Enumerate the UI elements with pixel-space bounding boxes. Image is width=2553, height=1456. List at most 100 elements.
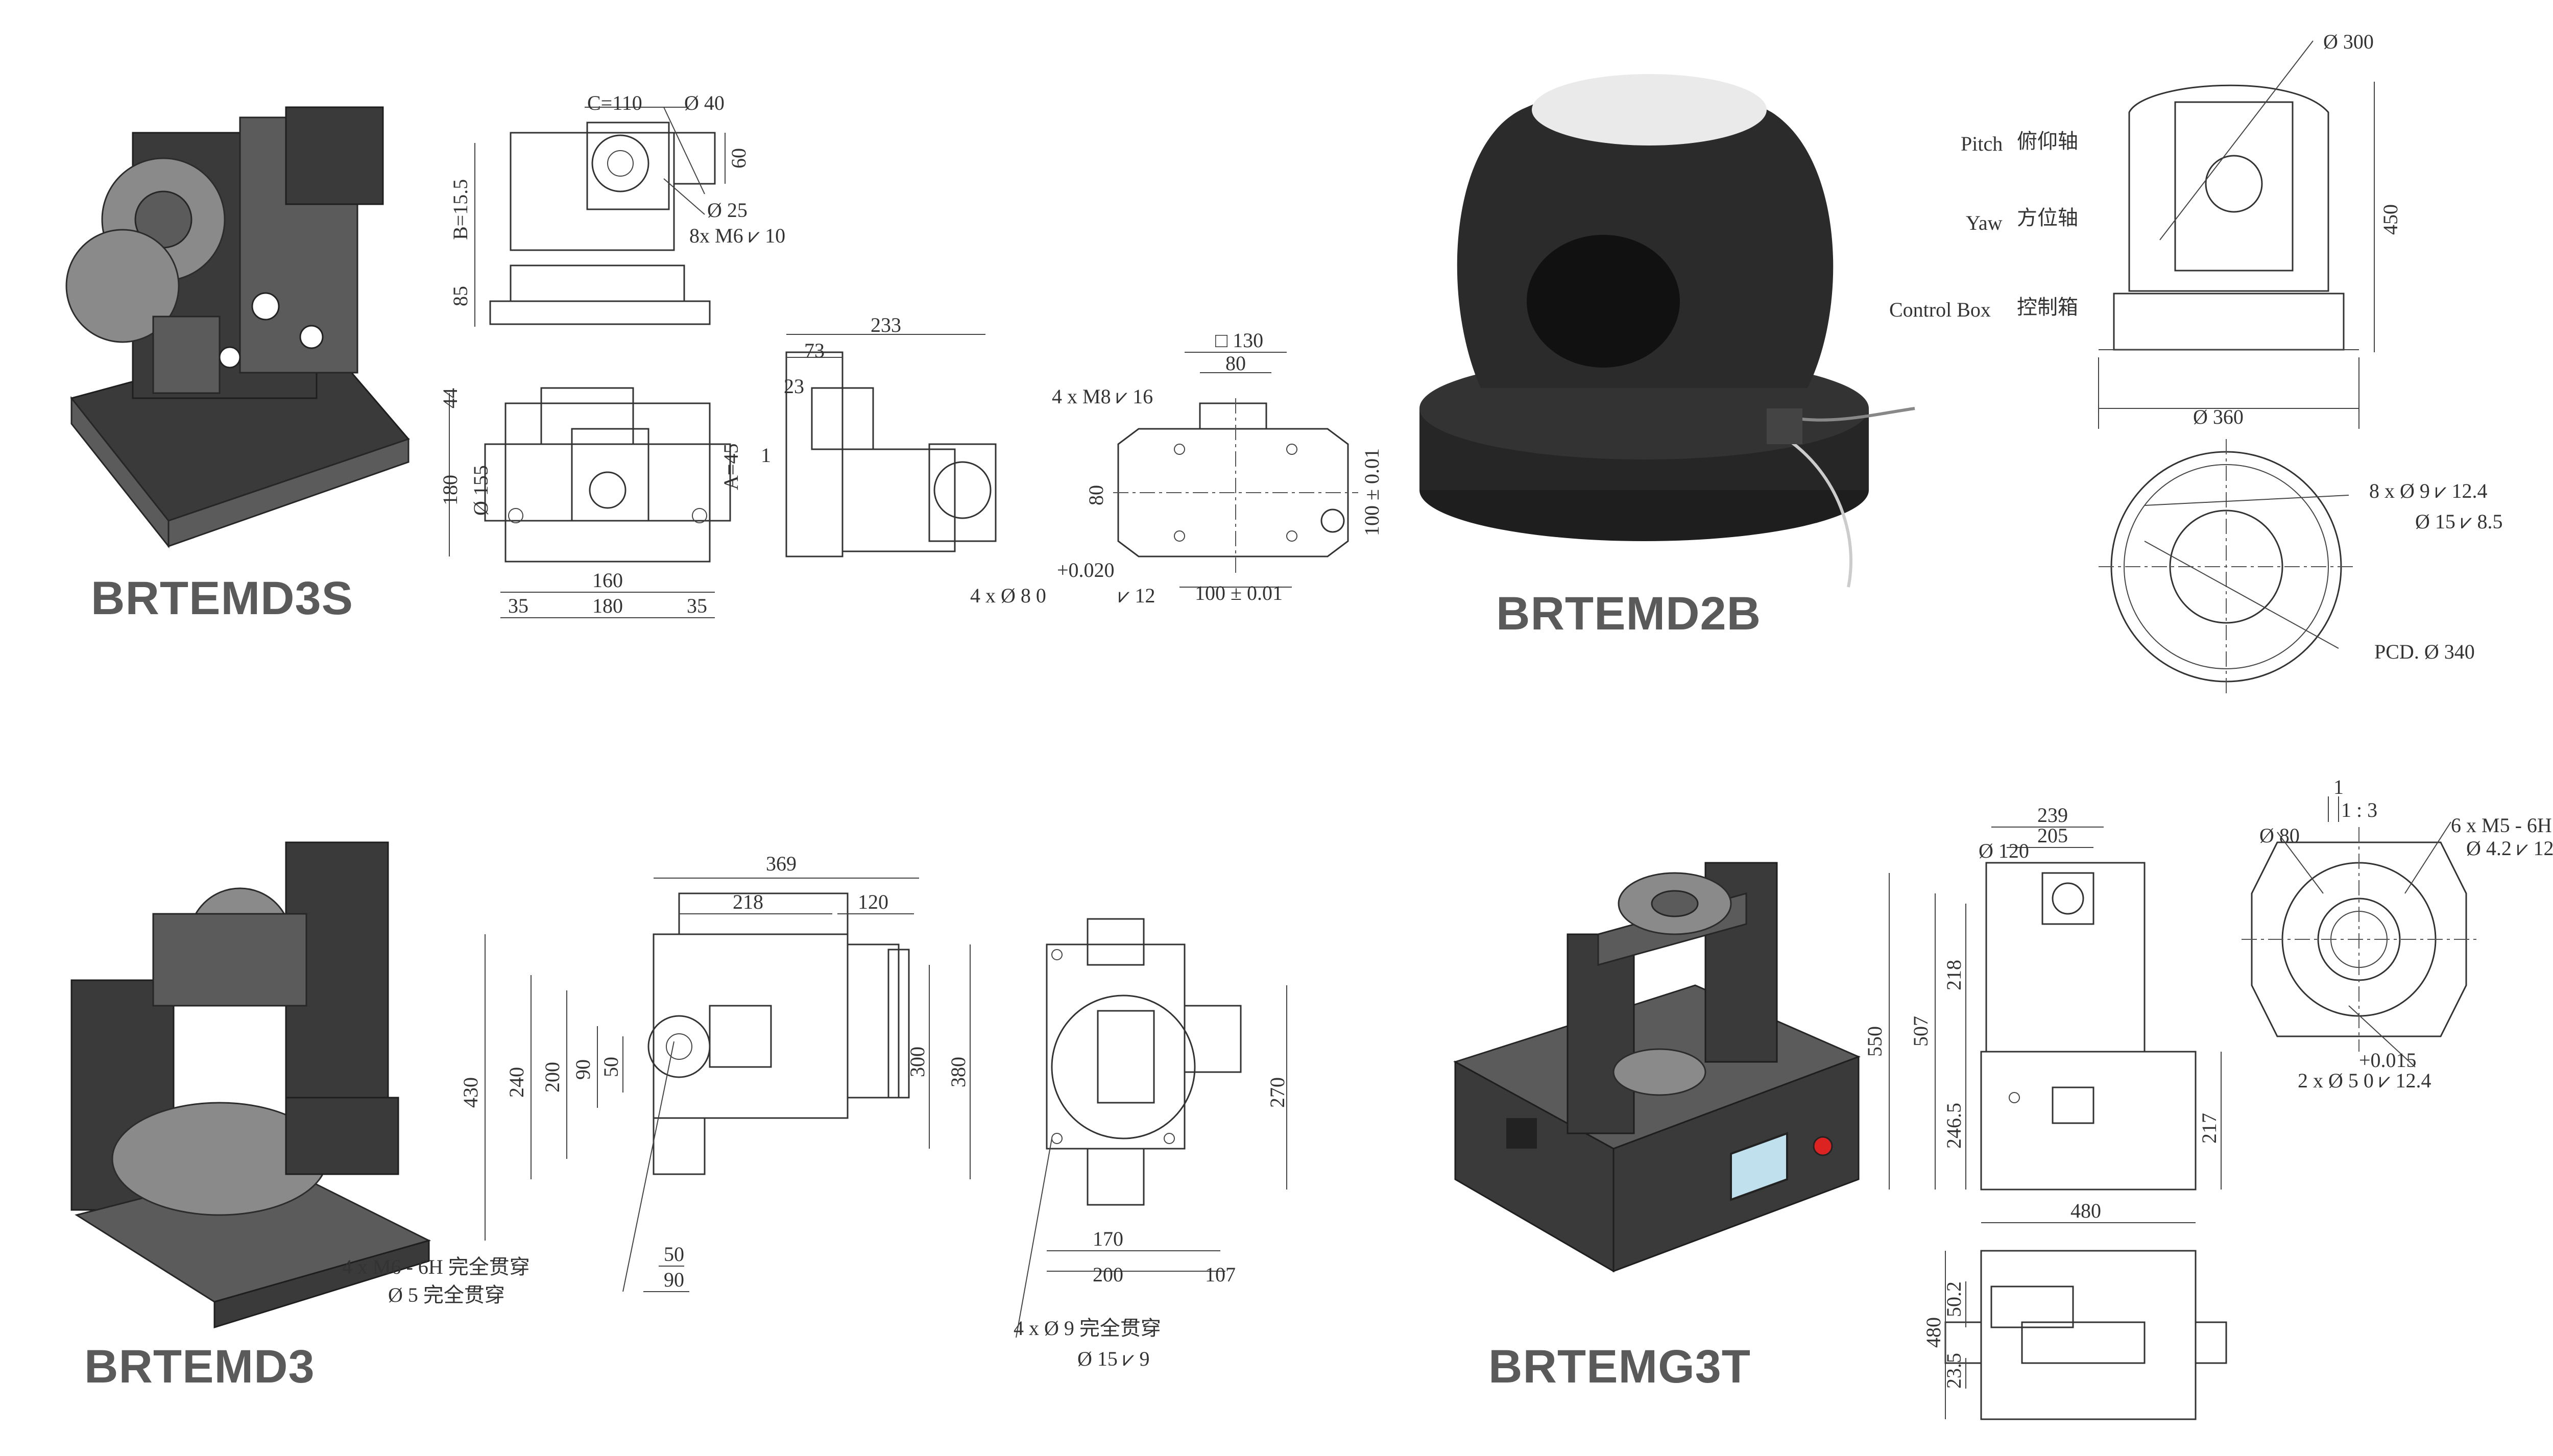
product-name-brtemd3s: BRTEMD3S bbox=[91, 572, 354, 624]
svg-text:Ø 15 ⩗ 8.5: Ø 15 ⩗ 8.5 bbox=[2415, 510, 2502, 533]
svg-text:480: 480 bbox=[2070, 1199, 2101, 1222]
svg-text:369: 369 bbox=[766, 852, 797, 875]
svg-text:8x M6 ⩗ 10: 8x M6 ⩗ 10 bbox=[689, 224, 785, 247]
svg-text:218: 218 bbox=[1942, 960, 1965, 990]
brtemd3-top-dims: 369 218 120 430 240 200 90 50 300 380 50… bbox=[342, 852, 970, 1306]
svg-text:Pitch: Pitch bbox=[1961, 132, 2003, 155]
svg-text:6 x M5 - 6H ⩗ 10: 6 x M5 - 6H ⩗ 10 bbox=[2451, 814, 2553, 837]
svg-text:50: 50 bbox=[664, 1243, 684, 1266]
product-name-brtemd3: BRTEMD3 bbox=[84, 1341, 315, 1393]
brtemd2b-bottom-view bbox=[2099, 439, 2354, 694]
brtemg3t-front-dims: 239 205 Ø 120 550 507 218 246.5 217 480 bbox=[1863, 804, 2221, 1222]
svg-text:控制箱: 控制箱 bbox=[2017, 296, 2078, 319]
svg-text:85: 85 bbox=[449, 286, 472, 306]
svg-text:218: 218 bbox=[733, 890, 763, 913]
svg-text:100 ± 0.01: 100 ± 0.01 bbox=[1195, 581, 1283, 604]
svg-text:107: 107 bbox=[1205, 1263, 1236, 1286]
svg-text:8 x Ø 9 ⩗ 12.4: 8 x Ø 9 ⩗ 12.4 bbox=[2369, 479, 2487, 502]
svg-text:80: 80 bbox=[1225, 352, 1246, 375]
svg-text:4 x Ø 8 0: 4 x Ø 8 0 bbox=[970, 584, 1046, 607]
svg-text:⩗ 12: ⩗ 12 bbox=[1118, 584, 1155, 607]
brtemd3s-front-view bbox=[474, 107, 726, 327]
brtemd3s-plate-dims: □ 130 80 4 x M8 ⩗ 16 80 100 ± 0.01 100 ±… bbox=[970, 329, 1383, 607]
svg-text:Ø 155: Ø 155 bbox=[469, 465, 492, 516]
svg-text:100 ± 0.01: 100 ± 0.01 bbox=[1360, 448, 1383, 536]
svg-text:方位轴: 方位轴 bbox=[2017, 206, 2078, 229]
svg-text:450: 450 bbox=[2379, 204, 2402, 235]
brtemd2b-front-view bbox=[2098, 40, 2375, 429]
svg-text:23: 23 bbox=[784, 375, 804, 398]
svg-text:23.5: 23.5 bbox=[1942, 1353, 1965, 1389]
svg-text:246.5: 246.5 bbox=[1942, 1103, 1965, 1149]
svg-text:Ø 40: Ø 40 bbox=[684, 91, 725, 114]
svg-text:180: 180 bbox=[592, 594, 623, 617]
svg-text:50.2: 50.2 bbox=[1942, 1281, 1965, 1317]
svg-text:4 x M6 - 6H 完全贯穿: 4 x M6 - 6H 完全贯穿 bbox=[342, 1255, 530, 1278]
svg-text:A=45: A=45 bbox=[719, 444, 742, 490]
brtemd3-side-dims: 270 170 200 107 4 x Ø 9 完全贯穿 Ø 15 ⩗ 9 bbox=[1014, 1077, 1289, 1370]
svg-text:170: 170 bbox=[1093, 1227, 1123, 1250]
brtemd3s-render bbox=[65, 106, 410, 549]
product-name-brtemd2b: BRTEMD2B bbox=[1496, 588, 1762, 640]
brtemg3t-top-dims: 480 50.2 23.5 bbox=[1922, 1281, 1965, 1389]
brtemd3-render bbox=[70, 841, 431, 1329]
svg-text:4 x Ø 9 完全贯穿: 4 x Ø 9 完全贯穿 bbox=[1014, 1317, 1161, 1340]
brtemd3s-top-dims: 44 180 Ø 155 A=45 160 180 35 35 bbox=[439, 388, 742, 617]
svg-text:Ø 25: Ø 25 bbox=[707, 199, 748, 222]
svg-text:俯仰轴: 俯仰轴 bbox=[2017, 130, 2078, 153]
svg-text:Yaw: Yaw bbox=[1966, 211, 2003, 234]
svg-text:Control Box: Control Box bbox=[1889, 298, 1991, 321]
panel-brtemd3: BRTEMD3 369 218 120 430 240 200 90 50 30… bbox=[0, 740, 1379, 1455]
svg-text:205: 205 bbox=[2037, 824, 2068, 847]
svg-text:PCD. Ø 340: PCD. Ø 340 bbox=[2374, 640, 2475, 663]
panel-brtemd3s: BRTEMD3S C=110 Ø 40 Ø 25 8x M6 ⩗ 10 B=15… bbox=[0, 0, 1383, 715]
svg-text:90: 90 bbox=[571, 1059, 594, 1080]
svg-text:90: 90 bbox=[664, 1268, 684, 1291]
svg-text:B=15.5: B=15.5 bbox=[449, 179, 472, 240]
brtemd3-top-view bbox=[485, 878, 971, 1292]
svg-text:Ø 360: Ø 360 bbox=[2193, 405, 2244, 428]
svg-text:50: 50 bbox=[599, 1057, 622, 1077]
brtemd3s-side-view bbox=[785, 334, 997, 557]
svg-text:1: 1 bbox=[2333, 775, 2344, 798]
svg-text:+0.020: +0.020 bbox=[1057, 559, 1115, 581]
svg-text:480: 480 bbox=[1922, 1317, 1945, 1348]
svg-text:C=110: C=110 bbox=[587, 91, 642, 114]
svg-text:239: 239 bbox=[2037, 804, 2068, 827]
brtemg3t-detail-dims: Ø 80 1 1 : 3 6 x M5 - 6H ⩗ 10 Ø 4.2 ⩗ 12… bbox=[2259, 775, 2553, 1092]
svg-text:+0.015: +0.015 bbox=[2359, 1049, 2417, 1072]
brtemd3s-top-view bbox=[449, 387, 731, 618]
svg-text:430: 430 bbox=[459, 1077, 482, 1108]
svg-text:44: 44 bbox=[439, 388, 462, 408]
svg-text:217: 217 bbox=[2198, 1113, 2221, 1144]
svg-text:2 x Ø 5 0 ⩗ 12.4: 2 x Ø 5 0 ⩗ 12.4 bbox=[2298, 1069, 2431, 1092]
svg-text:60: 60 bbox=[727, 148, 750, 168]
svg-text:200: 200 bbox=[541, 1062, 564, 1093]
svg-text:80: 80 bbox=[1085, 485, 1107, 505]
svg-text:Ø 4.2 ⩗ 12.4: Ø 4.2 ⩗ 12.4 bbox=[2466, 837, 2553, 860]
panel-brtemd2b: BRTEMD2B Ø 300 Pitch 俯仰轴 Yaw 方位轴 Control… bbox=[1379, 0, 2553, 715]
svg-text:Ø 80: Ø 80 bbox=[2259, 824, 2300, 847]
svg-text:160: 160 bbox=[592, 569, 623, 592]
brtemd3s-side-dims: 233 73 23 1 bbox=[761, 313, 901, 467]
svg-text:270: 270 bbox=[1266, 1077, 1289, 1108]
svg-text:120: 120 bbox=[858, 890, 888, 913]
svg-text:550: 550 bbox=[1863, 1026, 1886, 1057]
svg-text:□ 130: □ 130 bbox=[1215, 329, 1263, 352]
svg-text:300: 300 bbox=[906, 1047, 929, 1077]
svg-text:507: 507 bbox=[1909, 1016, 1932, 1047]
svg-text:380: 380 bbox=[947, 1057, 970, 1087]
brtemg3t-top-view bbox=[1944, 1250, 2227, 1420]
brtemg3t-detail-view bbox=[2242, 796, 2476, 1067]
svg-text:73: 73 bbox=[804, 339, 825, 362]
svg-text:233: 233 bbox=[871, 313, 901, 336]
svg-text:Ø 15 ⩗ 9: Ø 15 ⩗ 9 bbox=[1077, 1347, 1149, 1370]
brtemd3-side-view bbox=[1016, 918, 1287, 1338]
svg-text:1: 1 bbox=[761, 444, 771, 467]
svg-text:35: 35 bbox=[687, 594, 707, 617]
svg-text:35: 35 bbox=[508, 594, 528, 617]
svg-text:4 x M8 ⩗ 16: 4 x M8 ⩗ 16 bbox=[1052, 385, 1153, 408]
brtemd3s-plate-view bbox=[1113, 352, 1358, 588]
svg-text:1 : 3: 1 : 3 bbox=[2341, 798, 2377, 821]
svg-text:Ø 300: Ø 300 bbox=[2323, 30, 2374, 53]
